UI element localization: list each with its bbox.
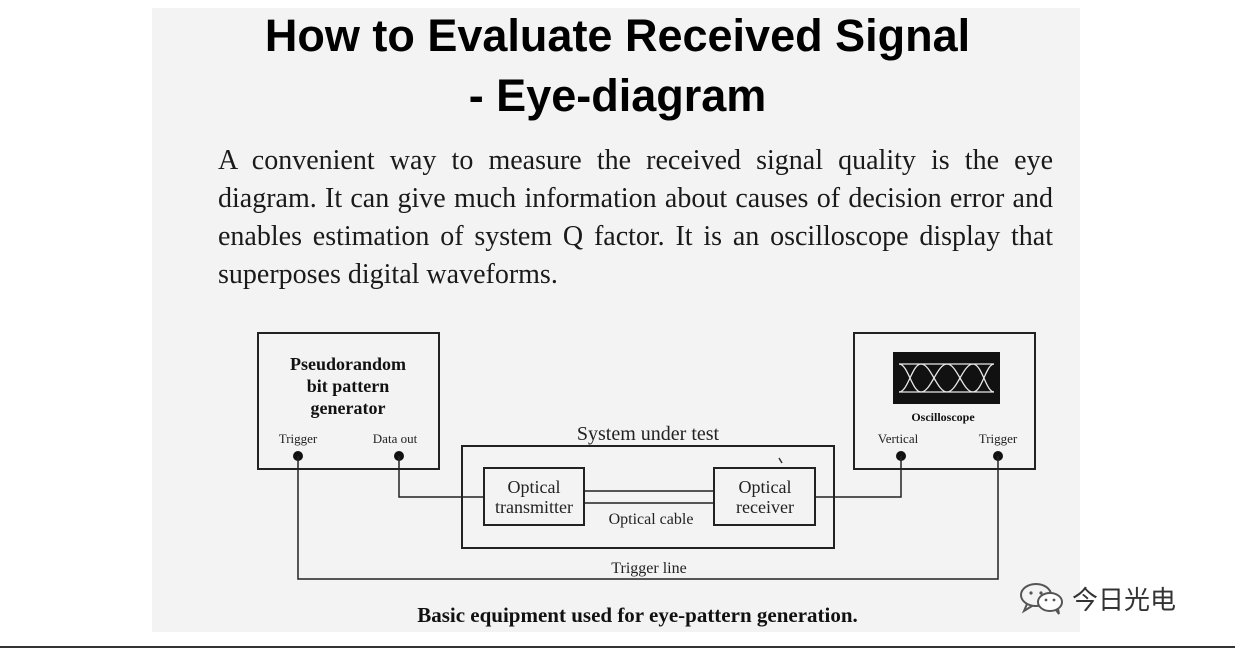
slide-title-line-2: - Eye-diagram <box>468 70 767 121</box>
transmitter-label-line-1: Optical <box>508 477 561 497</box>
watermark-text: 今日光电 <box>1072 585 1177 616</box>
receiver-label-line-1: Optical <box>739 477 792 497</box>
oscilloscope-label: Oscilloscope <box>911 410 975 424</box>
optical-cable-label: Optical cable <box>609 511 694 528</box>
generator-trigger-port-label: Trigger <box>279 431 318 446</box>
system-under-test-label: System under test <box>577 423 720 445</box>
receiver-label-line-2: receiver <box>736 497 794 517</box>
bottom-divider <box>0 646 1235 648</box>
oscilloscope-trigger-port-label: Trigger <box>979 431 1018 446</box>
generator-box <box>257 332 440 470</box>
trigger-line-label: Trigger line <box>611 560 686 577</box>
slide-background <box>152 8 1080 632</box>
eye-pattern-icon <box>898 363 995 393</box>
generator-label-line-1: Pseudorandom <box>290 354 406 374</box>
generator-label-line-2: bit pattern <box>307 376 390 396</box>
diagram-caption: Basic equipment used for eye-pattern gen… <box>417 603 858 627</box>
trigger-line <box>297 456 999 580</box>
slide-paragraph: A convenient way to measure the received… <box>218 145 1053 290</box>
stray-mark <box>778 457 783 464</box>
data-out-connection <box>398 456 484 498</box>
oscilloscope-vertical-port-label: Vertical <box>878 431 919 446</box>
oscilloscope-screen <box>893 352 1000 404</box>
receiver-to-vertical-connection <box>815 456 902 498</box>
oscilloscope-box <box>853 332 1036 470</box>
wechat-icon <box>1020 583 1063 615</box>
transmitter-label-line-2: transmitter <box>495 497 573 517</box>
watermark: 今日光电 <box>1018 578 1208 618</box>
generator-label-line-3: generator <box>311 398 386 418</box>
slide-title-line-1: How to Evaluate Received Signal <box>264 10 971 61</box>
generator-data-out-port-label: Data out <box>373 431 418 446</box>
